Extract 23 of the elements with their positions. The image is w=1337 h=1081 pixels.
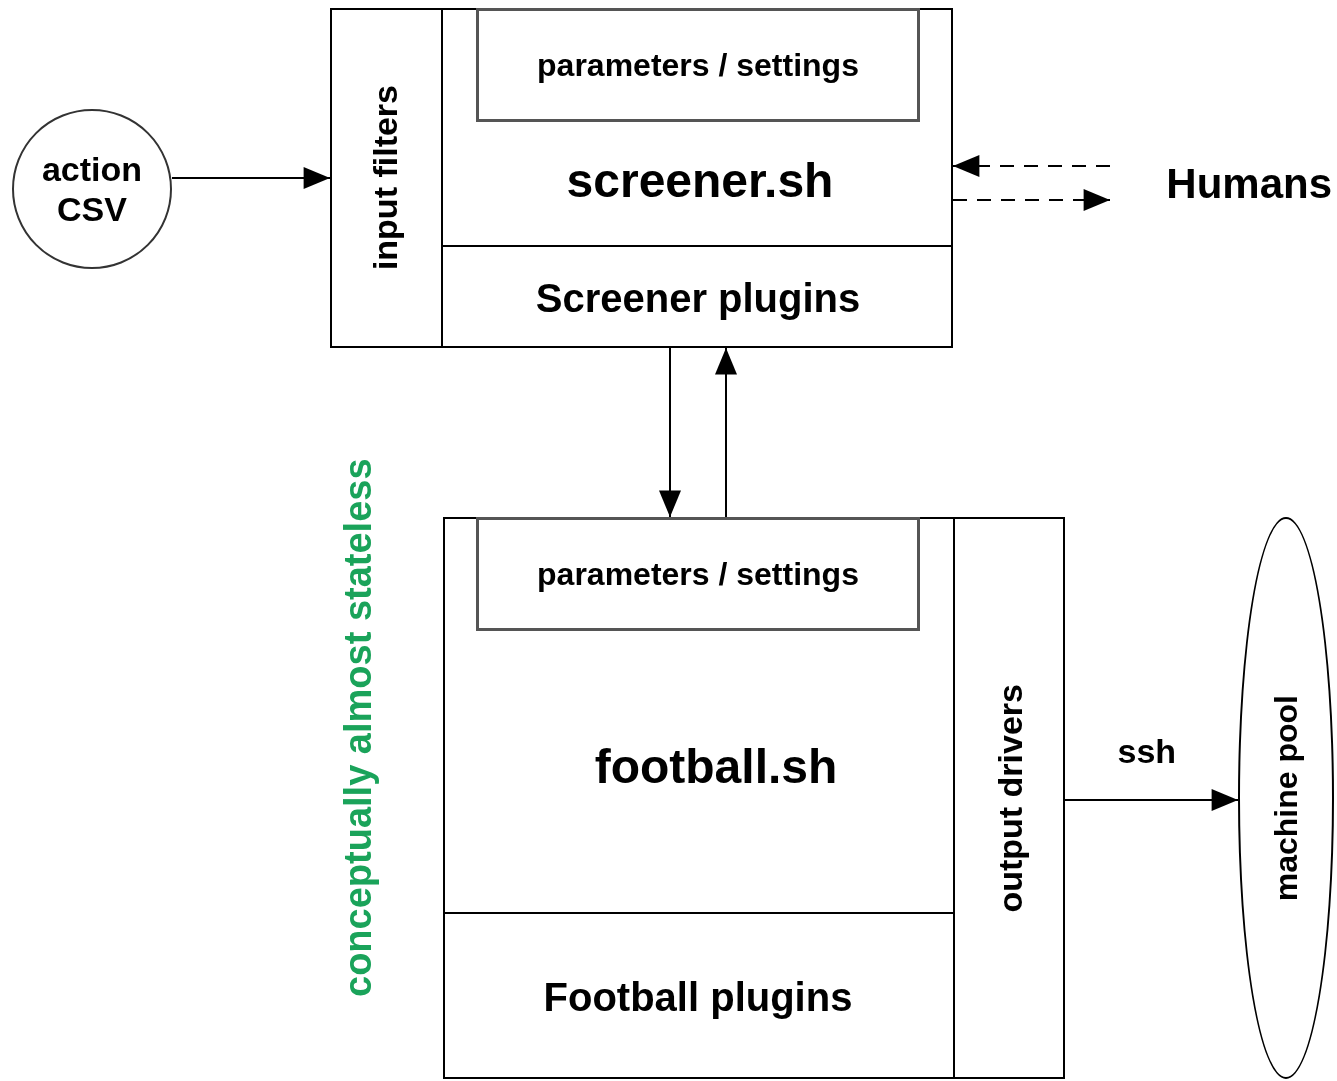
node-label: action CSV xyxy=(40,149,144,229)
module-title: football.sh xyxy=(593,739,839,795)
arrow xyxy=(171,167,331,189)
module-title: screener.sh xyxy=(565,153,835,209)
pool-ellipse xyxy=(1238,517,1334,1079)
vertical-label: input filters xyxy=(365,85,405,271)
arrow xyxy=(1064,789,1239,811)
node-label: Humans xyxy=(1166,158,1332,209)
settings-box xyxy=(476,8,920,122)
arrow xyxy=(952,189,1111,211)
vertical-label: output drivers xyxy=(989,683,1030,913)
module-box xyxy=(443,517,1065,1079)
vertical-label: machine pool xyxy=(1267,694,1305,902)
node-label: Screener plugins xyxy=(535,274,861,322)
node-label: parameters / settings xyxy=(537,555,859,594)
module-box xyxy=(330,8,953,348)
node-label: Football plugins xyxy=(543,973,853,1021)
side-note: conceptually almost stateless xyxy=(336,457,380,999)
arrow xyxy=(659,347,681,518)
settings-box xyxy=(476,517,920,631)
arrow xyxy=(715,347,737,518)
arrow xyxy=(952,155,1111,177)
node-label: parameters / settings xyxy=(537,46,859,85)
